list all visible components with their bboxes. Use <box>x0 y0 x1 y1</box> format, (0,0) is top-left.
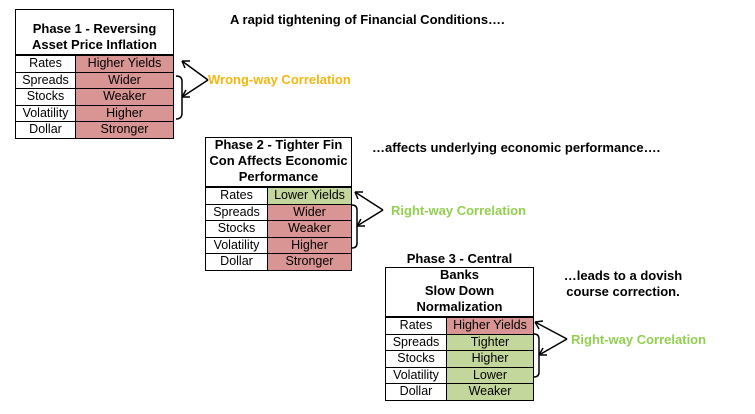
phase-2-title-line-1: Phase 2 - Tighter Fin <box>214 137 343 152</box>
phase-1-value-spreads: Wider <box>76 72 173 88</box>
phase-1-arrow-up <box>181 60 209 81</box>
phase-1-bracket <box>175 75 183 120</box>
phase-3-arrow-up <box>534 320 568 340</box>
phase-3-title: Phase 3 - Central Banks Slow Down Normal… <box>386 251 533 317</box>
phase-3-label-volatility: Volatility <box>386 367 447 383</box>
phase-1-value-rates: Higher Yields <box>76 56 173 72</box>
phase-2-title-line-3: Performance <box>238 169 319 184</box>
phase-1-label-volatility: Volatility <box>16 105 76 121</box>
phase-3-row-spreads: Spreads Tighter <box>386 333 533 350</box>
phase-1-arrow-down <box>181 79 209 98</box>
phase-3-title-line-2: Slow Down <box>424 283 495 298</box>
phase-1-row-volatility: Volatility Higher <box>16 104 173 121</box>
phase-3-value-volatility: Lower <box>447 367 533 383</box>
phase-2-row-dollar: Dollar Stronger <box>206 253 351 270</box>
phase-1-value-dollar: Stronger <box>76 122 173 138</box>
phase-1-value-stocks: Weaker <box>76 89 173 105</box>
phase-2-arrow-up <box>354 191 384 211</box>
phase-1-title-line-1: Phase 1 - Reversing <box>32 21 157 36</box>
phase-2-label-stocks: Stocks <box>206 221 268 237</box>
phase-3-bracket <box>533 333 540 378</box>
phase-2-value-spreads: Wider <box>268 204 351 220</box>
phase-2-caption: …affects underlying economic performance… <box>372 140 660 156</box>
phase-3-row-rates: Rates Higher Yields <box>386 317 533 334</box>
phase-3-value-dollar: Weaker <box>447 384 533 400</box>
phase-2-value-stocks: Weaker <box>268 221 351 237</box>
phase-1-row-dollar: Dollar Stronger <box>16 121 173 138</box>
phase-3-table: Phase 3 - Central Banks Slow Down Normal… <box>385 251 534 401</box>
phase-3-row-dollar: Dollar Weaker <box>386 383 533 400</box>
phase-2-title: Phase 2 - Tighter Fin Con Affects Econom… <box>206 137 351 187</box>
phase-1-label-rates: Rates <box>16 56 76 72</box>
phase-2-row-rates: Rates Lower Yields <box>206 187 351 204</box>
phase-2-value-dollar: Stronger <box>268 254 351 270</box>
phase-3-label-stocks: Stocks <box>386 351 447 367</box>
phase-2-label-volatility: Volatility <box>206 237 268 253</box>
phase-3-label-spreads: Spreads <box>386 334 447 350</box>
phase-2-label-dollar: Dollar <box>206 254 268 270</box>
phase-1-table: Phase 1 - Reversing Asset Price Inflatio… <box>15 9 174 139</box>
phase-2-title-line-2: Con Affects Economic <box>209 153 348 168</box>
phase-2-row-stocks: Stocks Weaker <box>206 220 351 237</box>
phase-1-label-spreads: Spreads <box>16 72 76 88</box>
phase-3-title-line-3: Normalization <box>416 299 503 314</box>
phase-2-row-volatility: Volatility Higher <box>206 236 351 253</box>
phase-2-correlation-label: Right-way Correlation <box>391 203 527 218</box>
phase-1-label-stocks: Stocks <box>16 89 76 105</box>
phase-3-title-line-1: Phase 3 - Central Banks <box>406 251 513 282</box>
phase-1-correlation-label: Wrong-way Correlation <box>208 72 351 87</box>
phase-2-value-volatility: Higher <box>268 237 351 253</box>
phase-3-label-dollar: Dollar <box>386 384 447 400</box>
phase-2-row-spreads: Spreads Wider <box>206 203 351 220</box>
phase-2-arrow-down <box>356 209 384 227</box>
phase-3-row-volatility: Volatility Lower <box>386 366 533 383</box>
phase-2-bracket <box>351 204 358 249</box>
phase-3-value-spreads: Tighter <box>447 334 533 350</box>
phase-2-caption-line-1: …affects underlying economic performance… <box>372 140 661 155</box>
phase-1-row-rates: Rates Higher Yields <box>16 55 173 72</box>
phase-3-caption-line-1: …leads to a dovish <box>563 268 683 283</box>
phase-2-value-rates: Lower Yields <box>268 188 351 204</box>
phase-2-table: Phase 2 - Tighter Fin Con Affects Econom… <box>205 137 352 271</box>
phase-3-caption: …leads to a dovish course correction. <box>553 268 693 300</box>
phase-2-label-rates: Rates <box>206 188 268 204</box>
phase-3-arrow-down <box>538 338 568 356</box>
phase-1-caption: A rapid tightening of Financial Conditio… <box>230 12 505 28</box>
phase-3-correlation-label: Right-way Correlation <box>571 332 707 347</box>
phase-3-label-rates: Rates <box>386 318 447 334</box>
phase-3-row-stocks: Stocks Higher <box>386 350 533 367</box>
phase-1-label-dollar: Dollar <box>16 122 76 138</box>
phase-1-row-stocks: Stocks Weaker <box>16 88 173 105</box>
phase-1-title: Phase 1 - Reversing Asset Price Inflatio… <box>16 10 173 55</box>
phase-2-label-spreads: Spreads <box>206 204 268 220</box>
phase-1-caption-line-1: A rapid tightening of Financial Conditio… <box>230 12 505 27</box>
phase-3-value-rates: Higher Yields <box>447 318 533 334</box>
phase-1-value-volatility: Higher <box>76 105 173 121</box>
phase-3-caption-line-2: course correction. <box>566 284 680 299</box>
phase-3-value-stocks: Higher <box>447 351 533 367</box>
phase-1-title-line-2: Asset Price Inflation <box>32 37 157 52</box>
phase-1-row-spreads: Spreads Wider <box>16 71 173 88</box>
